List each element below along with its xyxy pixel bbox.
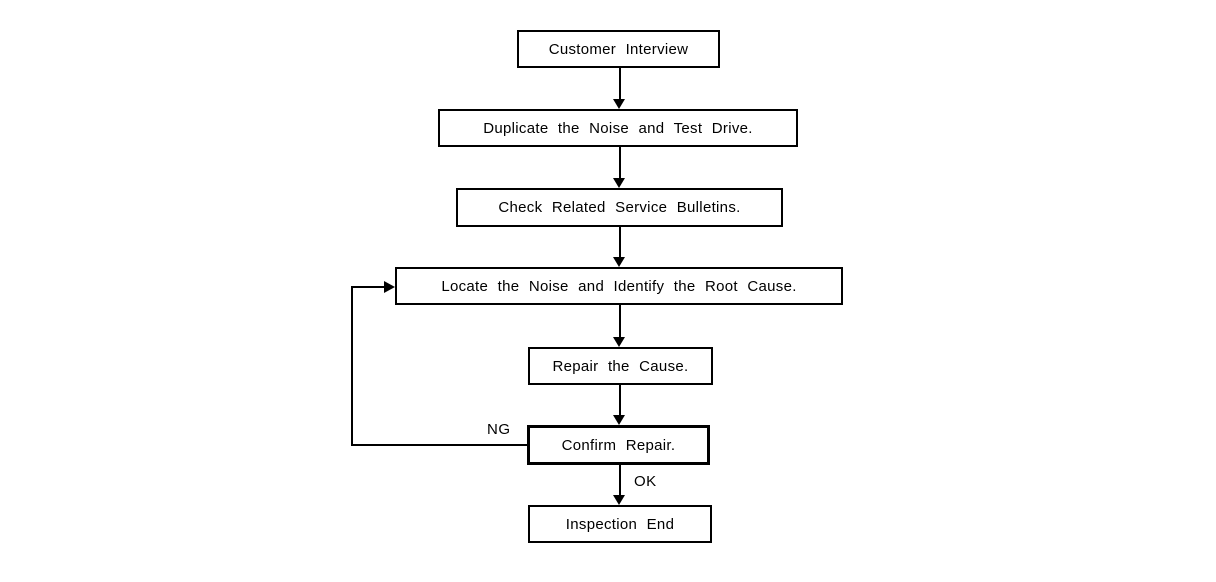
loop-line-bottom — [351, 444, 527, 446]
arrow-stem-confirm-to-end — [619, 465, 621, 495]
edge-label-ng: NG — [487, 421, 511, 438]
loop-line-top — [351, 286, 385, 288]
arrowhead-down-icon — [613, 178, 625, 188]
arrow-stem-bulletins-to-locate — [619, 227, 621, 257]
arrowhead-down-icon — [613, 495, 625, 505]
node-label: Locate the Noise and Identify the Root C… — [441, 277, 797, 295]
node-locate-noise-root-cause: Locate the Noise and Identify the Root C… — [395, 267, 843, 305]
loop-line-vertical — [351, 287, 353, 446]
node-check-service-bulletins: Check Related Service Bulletins. — [456, 188, 783, 227]
node-label: Check Related Service Bulletins. — [498, 199, 741, 216]
node-label: Inspection End — [565, 515, 675, 533]
arrow-stem-locate-to-repair — [619, 305, 621, 337]
node-label: Repair the Cause. — [552, 357, 689, 375]
arrowhead-down-icon — [613, 415, 625, 425]
node-confirm-repair: Confirm Repair. — [527, 425, 710, 465]
node-label: Duplicate the Noise and Test Drive. — [483, 119, 753, 137]
arrowhead-down-icon — [613, 99, 625, 109]
arrowhead-down-icon — [613, 337, 625, 347]
arrow-stem-repair-to-confirm — [619, 385, 621, 415]
node-customer-interview: Customer Interview — [517, 30, 720, 68]
node-duplicate-noise-test-drive: Duplicate the Noise and Test Drive. — [438, 109, 798, 147]
arrow-stem-customer-to-duplicate — [619, 68, 621, 99]
edge-label-ok: OK — [634, 473, 657, 490]
node-label: Confirm Repair. — [561, 436, 676, 454]
arrowhead-right-icon — [384, 281, 395, 293]
node-inspection-end: Inspection End — [528, 505, 712, 543]
arrowhead-down-icon — [613, 257, 625, 267]
node-repair-cause: Repair the Cause. — [528, 347, 713, 385]
arrow-stem-duplicate-to-bulletins — [619, 147, 621, 178]
node-label: Customer Interview — [548, 40, 689, 58]
